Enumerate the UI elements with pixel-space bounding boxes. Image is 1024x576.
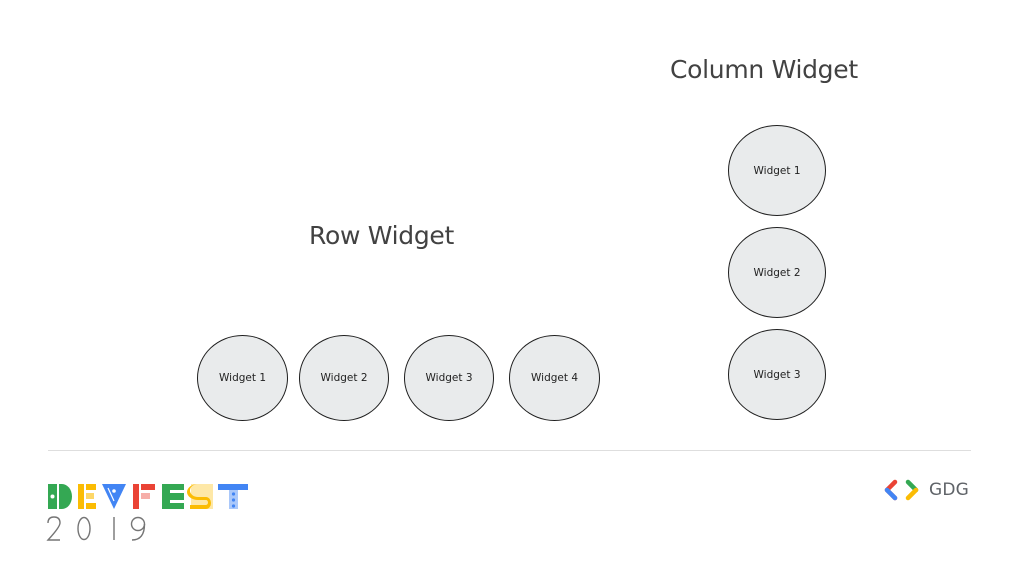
footer-divider bbox=[48, 450, 971, 451]
row-widget-2-label: Widget 2 bbox=[320, 372, 368, 384]
devfest-year bbox=[46, 516, 146, 541]
gdg-brackets-icon bbox=[884, 479, 919, 501]
devfest-letter-e bbox=[78, 484, 96, 509]
row-widget-4-label: Widget 4 bbox=[531, 372, 578, 384]
row-widget-1: Widget 1 bbox=[197, 335, 288, 421]
gdg-logo-text: GDG bbox=[929, 480, 970, 500]
row-widget-2: Widget 2 bbox=[299, 335, 389, 421]
gdg-logo: GDG bbox=[884, 479, 969, 501]
devfest-letter-t bbox=[218, 484, 248, 509]
column-widget-3: Widget 3 bbox=[728, 329, 826, 420]
row-widget-title: Row Widget bbox=[309, 221, 454, 250]
column-widget-2: Widget 2 bbox=[728, 227, 826, 318]
devfest-letter-e2 bbox=[162, 484, 184, 509]
column-widget-1-label: Widget 1 bbox=[753, 164, 801, 177]
row-widget-3: Widget 3 bbox=[404, 335, 494, 421]
devfest-letter-s bbox=[187, 484, 213, 509]
devfest-2019-logo bbox=[46, 484, 248, 541]
column-widget-title: Column Widget bbox=[670, 55, 858, 84]
devfest-letter-f bbox=[133, 484, 155, 509]
devfest-letter-v bbox=[102, 484, 126, 509]
row-widget-4: Widget 4 bbox=[509, 335, 600, 421]
devfest-letter-d bbox=[48, 484, 72, 509]
column-widget-1: Widget 1 bbox=[728, 125, 826, 216]
column-widget-3-label: Widget 3 bbox=[753, 368, 801, 381]
column-widget-2-label: Widget 2 bbox=[753, 266, 801, 279]
row-widget-3-label: Widget 3 bbox=[425, 372, 473, 384]
row-widget-1-label: Widget 1 bbox=[219, 372, 266, 384]
